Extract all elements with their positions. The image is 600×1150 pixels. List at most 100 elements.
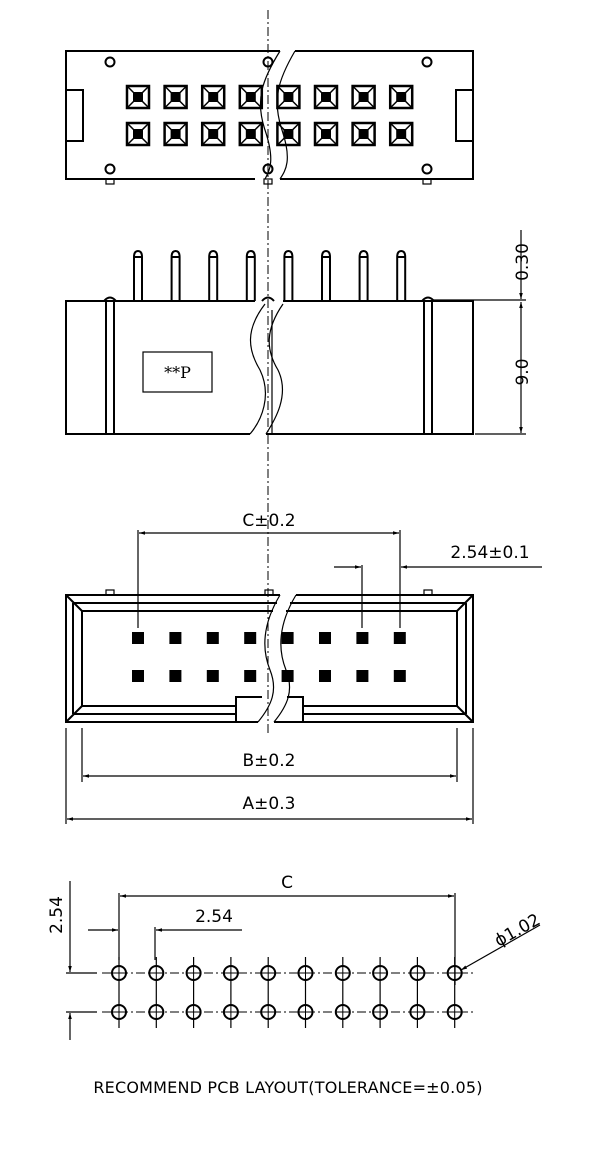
front-pin [356, 670, 369, 682]
pcb-hole [222, 965, 239, 981]
break-line [276, 50, 296, 180]
top-tab [105, 589, 115, 596]
socket-pin [200, 84, 226, 110]
left-rib [105, 301, 115, 434]
socket-pin [388, 121, 414, 147]
bottom-tab [105, 178, 115, 185]
front-view-pin-array [132, 632, 406, 682]
header-pin [170, 249, 181, 301]
front-pin [319, 670, 331, 682]
frame-inner-left [72, 603, 83, 714]
socket-pin [200, 121, 226, 147]
dim-line-hole [460, 924, 541, 971]
pcb-hole [111, 1004, 127, 1020]
break-line [257, 594, 281, 723]
marking-label: **P [164, 363, 191, 382]
socket-pin [163, 84, 188, 110]
pcb-hole [297, 965, 314, 981]
dim-a-label: A±0.3 [243, 794, 296, 814]
pcb-hole [185, 1004, 202, 1020]
socket-pin [163, 121, 188, 147]
mount-hole [421, 56, 433, 68]
frame-inner-bottom-right [303, 705, 466, 715]
side-view: **P 0.30 9.0 [65, 230, 533, 435]
pcb-hole [148, 1004, 165, 1020]
front-frame-right [274, 594, 474, 723]
front-view: C±0.2 2.54±0.1 B±0.2 A±0.3 [65, 511, 542, 824]
bottom-tab [422, 178, 432, 185]
socket-pin [125, 121, 151, 147]
front-pin [244, 632, 257, 644]
pcb-hole [148, 965, 165, 981]
socket-pin [351, 121, 376, 147]
header-pin [208, 249, 219, 301]
top-view-body-right [280, 50, 474, 180]
front-pin [244, 670, 257, 682]
header-pin [396, 249, 407, 301]
dim-pitch-label: 2.54±0.1 [450, 543, 529, 563]
mount-hole [104, 56, 116, 68]
front-pin [356, 632, 369, 644]
break-line [259, 50, 281, 180]
rib-cap [103, 296, 117, 302]
side-view-body-right [266, 300, 474, 435]
pcb-hole [111, 965, 127, 981]
socket-pin [238, 121, 264, 147]
pcb-hole [409, 1004, 426, 1020]
frame-inner-right [456, 603, 467, 714]
top-tab [264, 589, 274, 596]
front-pin [132, 632, 144, 644]
polarization-key [235, 696, 304, 722]
header-pin [321, 249, 331, 301]
pcb-dim-hole-label: ϕ1.02 [491, 910, 544, 951]
frame-inner-bottom-left [73, 705, 236, 715]
socket-pin [351, 84, 376, 110]
socket-pin [313, 121, 339, 147]
top-view [65, 50, 474, 185]
front-pin [281, 632, 294, 644]
pcb-hole [334, 1004, 351, 1020]
break-line [273, 594, 297, 723]
rib-cap [421, 296, 435, 302]
header-pin [245, 249, 256, 301]
front-pin [393, 670, 406, 682]
front-frame-left [65, 594, 280, 723]
pcb-hole [260, 965, 277, 981]
header-pin [283, 249, 294, 301]
frame-bevel [65, 594, 474, 723]
top-tab [423, 589, 433, 596]
right-end-latch [455, 89, 473, 142]
pcb-hole [446, 1004, 463, 1020]
top-view-body-left [65, 50, 280, 180]
pcb-hole-array [102, 957, 474, 1028]
socket-pin [313, 84, 339, 110]
left-end-latch [66, 89, 84, 142]
pcb-dim-pitch-x-label: 2.54 [195, 907, 233, 927]
socket-pin [388, 84, 414, 110]
pcb-hole [372, 965, 389, 981]
front-pin [206, 670, 219, 682]
pcb-hole [260, 1004, 277, 1020]
side-view-body-left [65, 300, 255, 435]
header-pin [358, 249, 369, 301]
side-view-pin-array [133, 249, 407, 301]
mount-hole [421, 163, 433, 175]
front-pin [132, 670, 144, 682]
pcb-hole [334, 965, 351, 981]
pcb-hole [185, 965, 202, 981]
mount-hole [104, 163, 116, 175]
front-pin [319, 632, 331, 644]
top-view-pin-array [125, 84, 414, 147]
pcb-layout-note: RECOMMEND PCB LAYOUT(TOLERANCE=±0.05) [93, 1078, 482, 1097]
socket-pin [125, 84, 151, 110]
rib-cap [261, 296, 275, 302]
front-pin [169, 670, 182, 682]
dim-body-height: 9.0 [513, 358, 533, 385]
front-pin [169, 632, 182, 644]
pcb-hole [372, 1004, 389, 1020]
socket-pin [276, 84, 301, 110]
pcb-hole [297, 1004, 314, 1020]
dim-c-label: C±0.2 [242, 511, 295, 531]
right-rib [423, 301, 433, 434]
